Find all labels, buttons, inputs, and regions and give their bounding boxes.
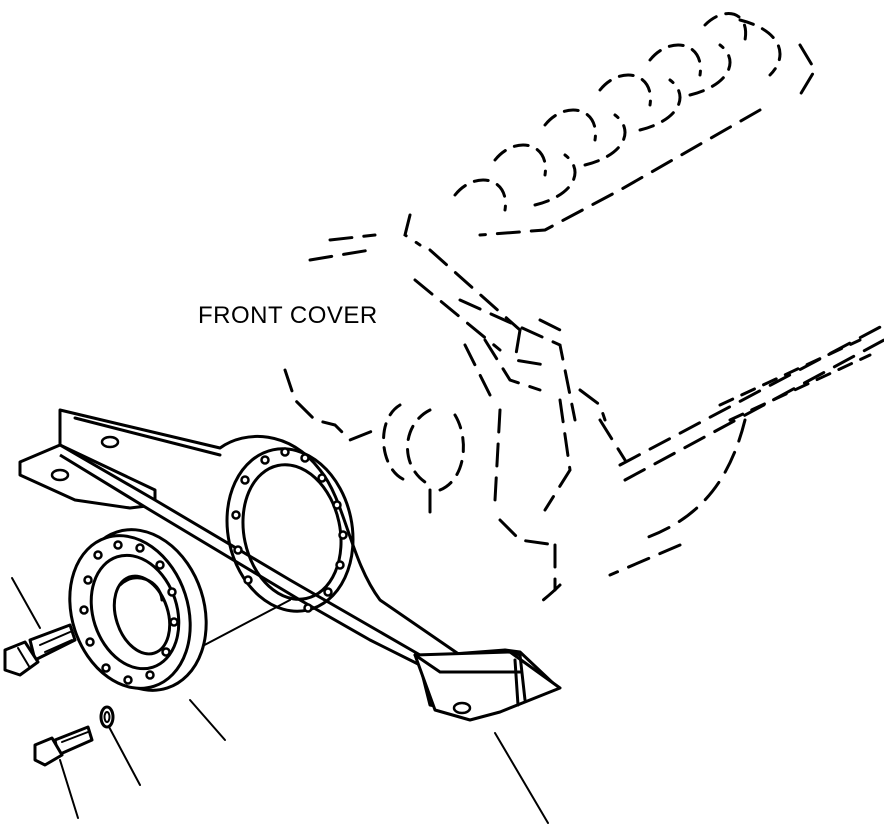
flange-ring [68, 528, 208, 692]
bolt-large [3, 623, 77, 677]
leader-washer [107, 724, 141, 786]
washer [99, 705, 115, 729]
leader-flange-to-support [194, 599, 291, 651]
support-bracket [18, 408, 562, 722]
leader-bolt-large [11, 577, 41, 629]
front-cover-label: FRONT COVER [198, 302, 378, 329]
leader-support-bracket [494, 732, 549, 824]
leader-flange [189, 699, 226, 741]
leader-lines [11, 577, 549, 824]
bolt-small [33, 725, 94, 767]
leader-bolt-small [59, 759, 79, 819]
engine-block-outline [283, 12, 884, 607]
